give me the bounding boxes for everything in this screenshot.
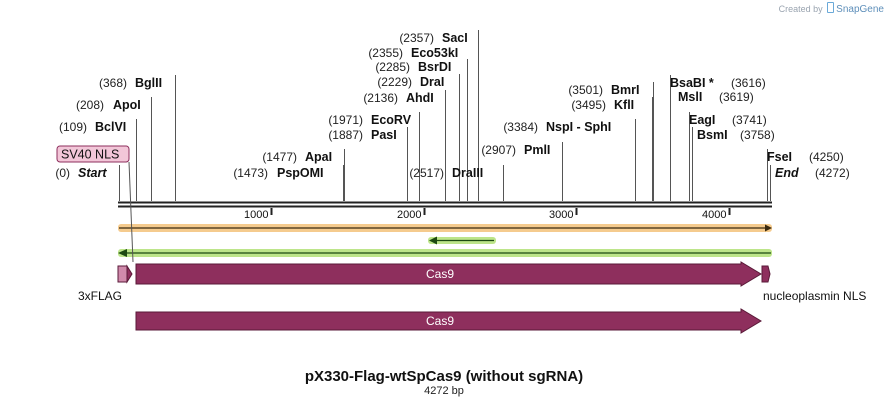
site-name-bsrdi: BsrDI [418,60,451,74]
site-name-ecorv: EcoRV [371,113,412,127]
site-position-apai: (1477) [262,150,297,164]
site-position-bsmi: (3758) [740,128,775,142]
site-position-end: (4272) [815,166,850,180]
dna-backbone [118,201,772,208]
sv40-nls-label: SV40 NLS [61,148,119,162]
sv40-nls-tag: SV40 NLS [56,145,134,263]
site-position-bsabi: (3616) [731,76,766,90]
map-length: 4272 bp [424,385,464,397]
site-position-fsei: (4250) [809,150,844,164]
site-name-eco53ki: Eco53kI [411,46,458,60]
site-position-drai: (2229) [377,75,412,89]
nucleoplasmin-label: nucleoplasmin NLS [763,289,866,303]
site-name-bsmi: BsmI [697,128,728,142]
site-name-bsabi: BsaBI * [670,76,714,90]
site-name-bglii: BglII [135,76,162,90]
site-position-pmli: (2907) [481,143,516,157]
brand-name: SnapGene [836,4,884,15]
flag-label: 3xFLAG [78,289,122,303]
site-position-eco53ki: (2355) [368,46,403,60]
site-position-bclvi: (109) [59,120,87,134]
green-small-band [428,236,496,245]
site-position-bmri: (3501) [568,83,603,97]
tick-label-2000: 2000 [397,209,421,221]
site-name-nspi-sphi: NspI - SphI [546,120,611,134]
cas9-translation: Cas9 [135,308,762,334]
site-position-msli: (3619) [719,90,754,104]
orange-feature-band [118,224,772,232]
snapgene-logo-icon [827,2,835,13]
site-name-bclvi: BclVI [95,120,126,134]
site-name-ahdi: AhdI [406,91,434,105]
site-labels: (0) Start (109) BclVI (208) ApoI (368) BglII (14… [55,31,849,180]
site-name-pmli: PmlI [524,143,550,157]
site-name-saci: SacI [442,31,468,45]
site-name-end: End [775,166,799,180]
brand-prefix: Created by [778,4,823,14]
site-name-apoi: ApoI [113,98,141,112]
site-position-nspi-sphi: (3384) [503,120,538,134]
site-name-apai: ApaI [305,150,332,164]
site-name-eagi: EagI [689,113,715,127]
site-name-fsei: FseI [767,150,792,164]
cas9-label: Cas9 [426,267,454,281]
feature-cas9: Cas9 [135,261,762,287]
site-position-eagi: (3741) [732,113,767,127]
site-name-msli: MslI [678,90,702,104]
site-name-drai: DraI [420,75,444,89]
site-position-ecorv: (1971) [328,113,363,127]
green-long-band [118,249,772,257]
tick-label-4000: 4000 [702,209,726,221]
site-position-pspomi: (1473) [233,166,268,180]
feature-nucleoplasmin-nls [761,265,771,283]
site-name-bmri: BmrI [611,83,639,97]
feature-3xflag [117,265,128,283]
site-position-start: (0) [55,166,70,180]
tick-label-3000: 3000 [549,209,573,221]
site-position-kfli: (3495) [571,98,606,112]
feature-sv40-nls-mark [126,264,133,284]
site-position-bsrdi: (2285) [375,60,410,74]
cas9-translation-label: Cas9 [426,314,454,328]
site-position-ahdi: (2136) [363,91,398,105]
site-position-saci: (2357) [399,31,434,45]
site-position-bglii: (368) [99,76,127,90]
ruler-ticks: 1000 2000 3000 4000 [244,208,731,221]
site-lines [119,30,771,201]
map-title: pX330-Flag-wtSpCas9 (without sgRNA) [305,368,583,385]
site-name-pasi: PasI [371,128,397,142]
site-name-draiii: DraIII [452,166,483,180]
site-position-apoi: (208) [76,98,104,112]
site-name-pspomi: PspOMI [277,166,324,180]
site-position-pasi: (1887) [328,128,363,142]
site-position-draiii: (2517) [409,166,444,180]
tick-label-1000: 1000 [244,209,268,221]
site-name-start: Start [78,166,107,180]
snapgene-branding: Created by SnapGene [779,2,884,15]
site-name-kfli: KflI [614,98,634,112]
